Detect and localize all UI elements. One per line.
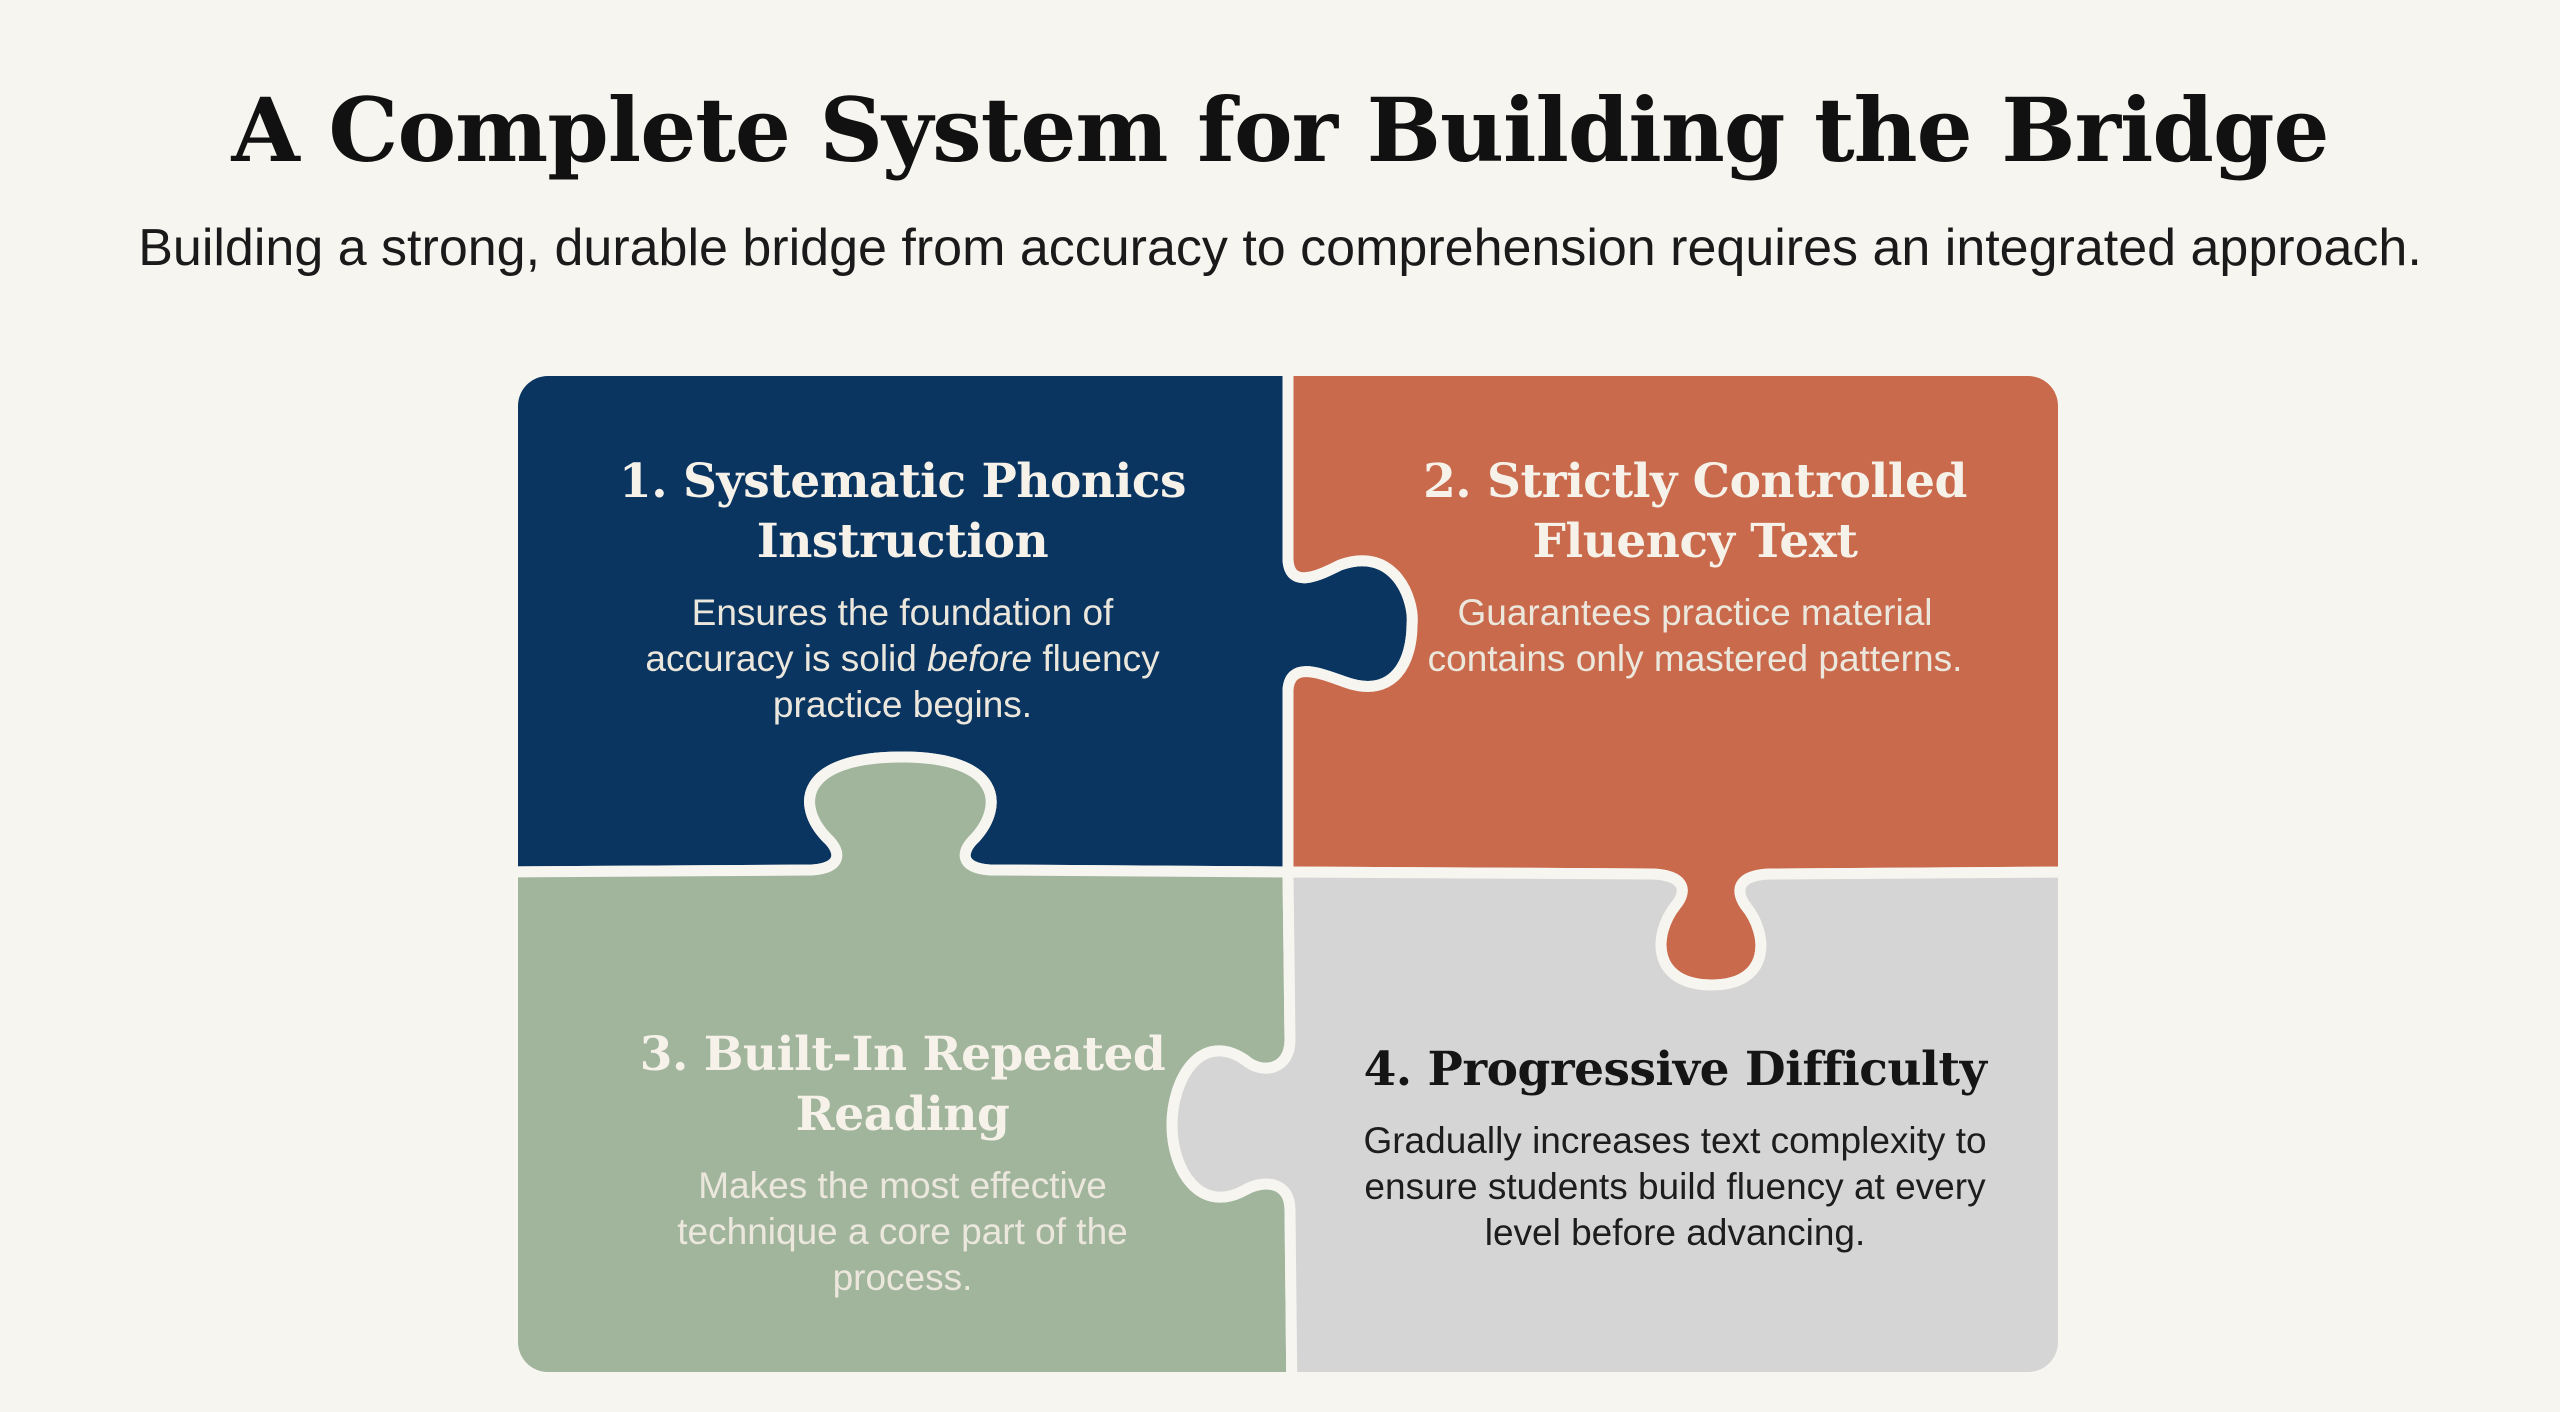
- piece-1-content: 1. Systematic Phonics Instruction Ensure…: [580, 452, 1225, 728]
- piece-2-description: Guarantees practice material contains on…: [1427, 592, 1963, 679]
- piece-2-title: 2. Strictly Controlled Fluency Text: [1380, 452, 2010, 572]
- piece-2-title-line-1: 2. Strictly Controlled: [1423, 454, 1967, 509]
- piece-1-title: 1. Systematic Phonics Instruction: [580, 452, 1225, 572]
- piece-1-title-line-2: Instruction: [756, 514, 1049, 569]
- piece-2-title-line-2: Fluency Text: [1532, 514, 1858, 569]
- piece-3-title: 3. Built-In Repeated Reading: [580, 1025, 1225, 1145]
- piece-3-description: Makes the most effective technique a cor…: [677, 1165, 1128, 1298]
- piece-2-content: 2. Strictly Controlled Fluency Text Guar…: [1380, 452, 2010, 682]
- piece-1-description: Ensures the foundation of accuracy is so…: [580, 590, 1225, 728]
- page-title: A Complete System for Building the Bridg…: [231, 78, 2330, 182]
- piece-4-description: Gradually increases text complexity to e…: [1363, 1120, 1987, 1253]
- puzzle-piece-progressive-difficulty: [1166, 866, 2058, 1372]
- piece-4-content: 4. Progressive Difficulty Gradually incr…: [1340, 1040, 2010, 1256]
- piece-1-desc-emphasis: before: [927, 638, 1033, 679]
- piece-3-title-line-2: Reading: [795, 1087, 1010, 1142]
- piece-3-title-line-1: 3. Built-In Repeated: [639, 1027, 1166, 1082]
- piece-1-desc-part: Ensures the foundation of accuracy is so…: [645, 592, 1114, 679]
- piece-3-content: 3. Built-In Repeated Reading Makes the m…: [580, 1025, 1225, 1301]
- piece-1-title-line-1: 1. Systematic Phonics: [619, 454, 1186, 509]
- page-subtitle: Building a strong, durable bridge from a…: [138, 219, 2422, 277]
- piece-4-title: 4. Progressive Difficulty: [1363, 1042, 1987, 1097]
- piece-1-desc-part: fluency practice begins.: [772, 638, 1160, 725]
